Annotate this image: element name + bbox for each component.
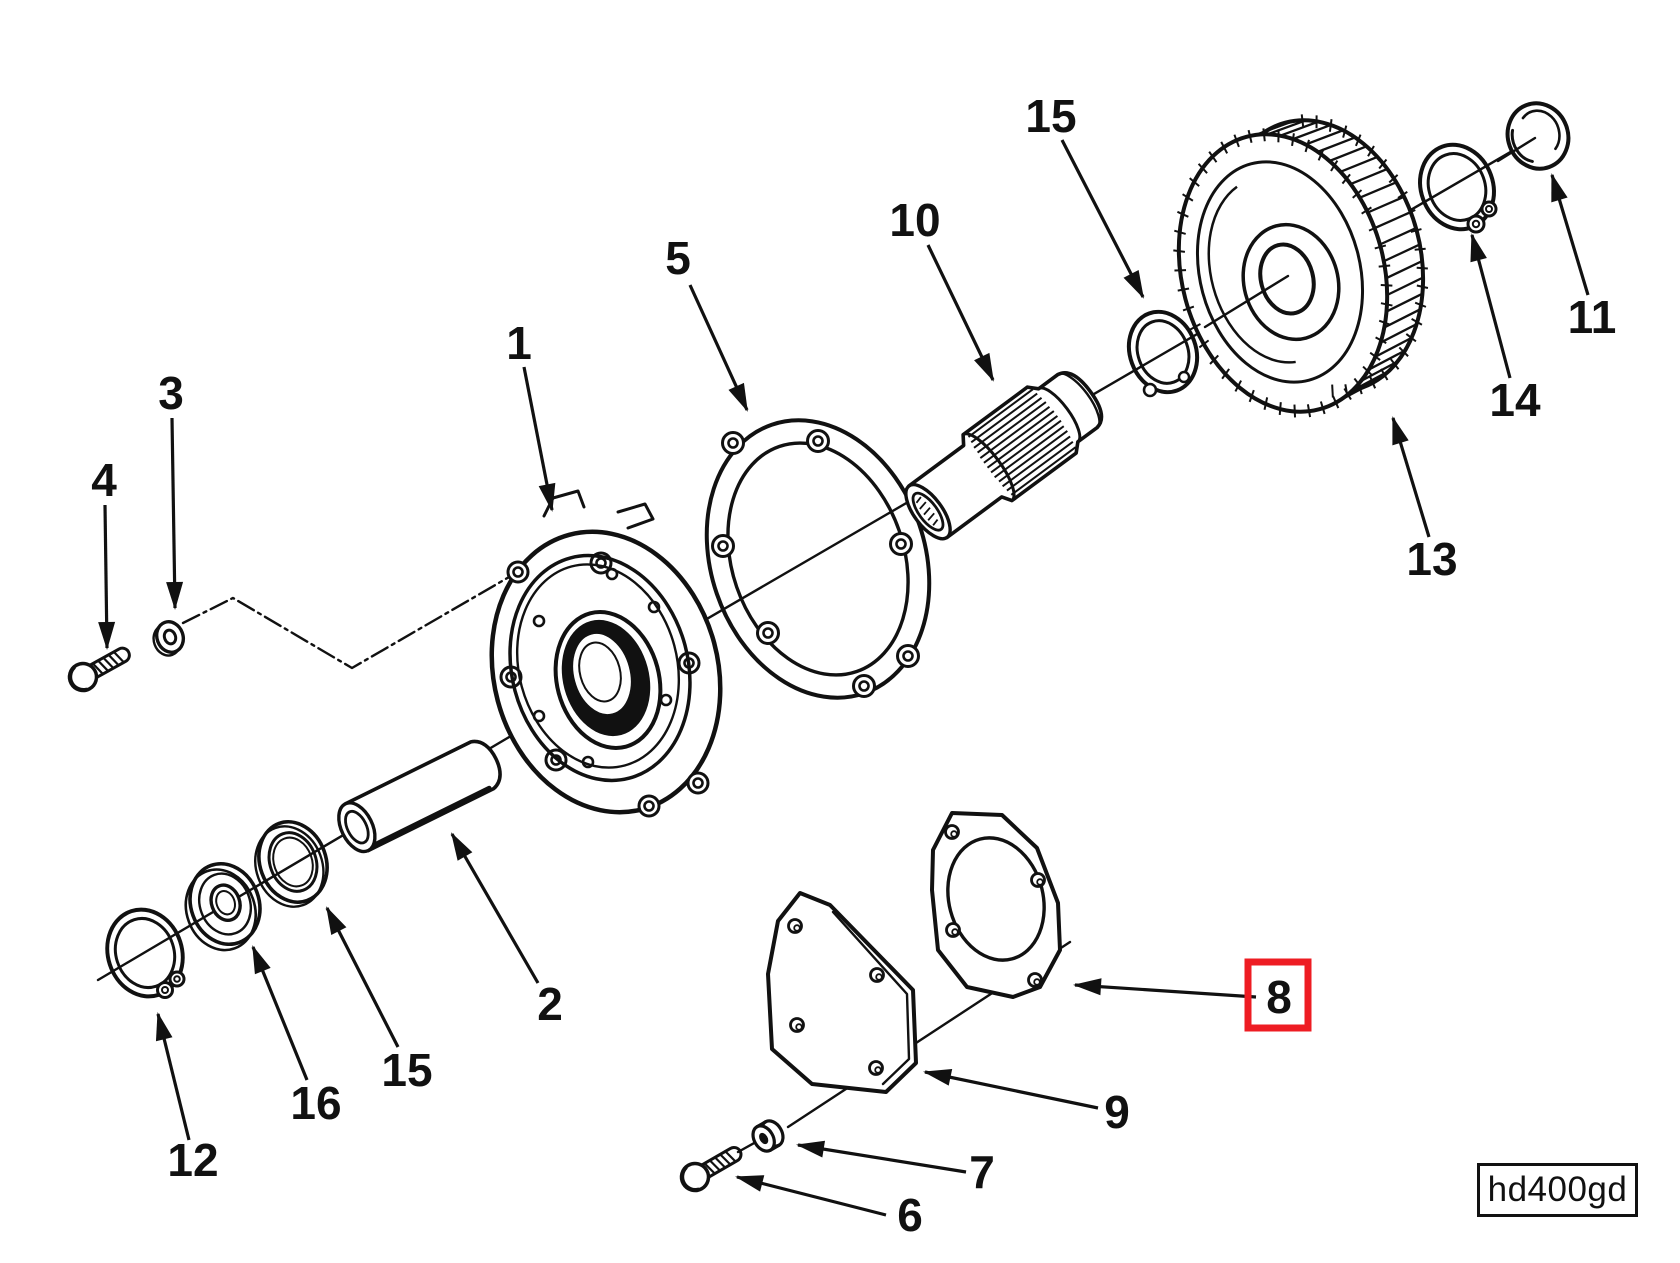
part-4-bolt [67,646,131,693]
callout-7[interactable]: 7 [795,1136,995,1198]
centerline-overlays [1203,136,1537,329]
callout-13[interactable]: 13 [1384,414,1458,585]
arrowhead-icon [1470,233,1487,263]
coupling-bore-splines [915,496,939,526]
figure-code-box: hd400gd [1477,1163,1638,1217]
arrowhead-icon [326,906,347,936]
part-10-splined-coupling [904,371,1104,541]
leader-line [1074,983,1257,999]
callout-9[interactable]: 9 [921,1063,1130,1138]
callout-15[interactable]: 15 [1025,90,1151,303]
callout-11[interactable]: 11 [1543,171,1616,343]
callout-2[interactable]: 2 [444,828,563,1030]
part-1-retainer-housing [489,489,723,818]
part-15-seal-ring-lower [254,820,329,908]
arrowhead-icon [796,1140,826,1158]
part-7-washer [751,1119,785,1153]
callout-15-b[interactable]: 15 [319,902,433,1096]
callout-8[interactable]: 8 [1072,958,1312,1032]
callout-number: 14 [1489,374,1541,426]
part-3-lock-washer [152,620,186,657]
callout-number: 8 [1266,971,1292,1023]
leader-line [450,833,540,984]
leader-line [1060,139,1145,298]
part-6-bolt [679,1146,743,1193]
alignment-dash-dot-line [181,571,518,670]
arrowhead-icon [98,621,116,650]
callout-14[interactable]: 14 [1463,231,1541,426]
leader-line [924,1070,1099,1110]
arrowhead-icon [735,1175,765,1192]
callout-16[interactable]: 16 [244,942,342,1129]
part-15-seal-ring-upper [1126,309,1200,398]
callout-number: 7 [969,1146,995,1198]
arrowhead-icon [1392,416,1409,446]
callout-number: 16 [290,1077,341,1129]
cover-holes [787,918,885,1076]
callout-number: 15 [1025,90,1076,142]
leader-line [797,1143,967,1174]
housing-face-holes [532,567,673,769]
arrowhead-icon [166,581,184,610]
arrowhead-icon [974,352,994,382]
callout-4[interactable]: 4 [91,454,117,650]
arrowhead-icon [1073,978,1102,996]
arrowhead-icon [538,482,556,512]
callout-number: 11 [1568,291,1617,343]
callout-6[interactable]: 6 [733,1168,923,1241]
callout-number: 13 [1406,533,1457,585]
part-12-snap-ring [105,907,186,999]
arrowhead-icon [1551,173,1568,203]
callout-number: 2 [537,978,563,1030]
part-11-cap [1505,101,1571,171]
part-14-snap-ring [1418,142,1498,234]
callout-number: 9 [1104,1086,1130,1138]
callout-10[interactable]: 10 [889,194,1001,385]
part-2-pin [337,739,502,854]
callout-3[interactable]: 3 [158,367,184,610]
callout-number: 3 [158,367,184,419]
callout-number: 15 [381,1044,432,1096]
gasket8-holes [944,824,1046,988]
arrowhead-icon [923,1068,953,1086]
highlight-box [1244,958,1312,1032]
arrowhead-icon [252,945,271,975]
arrowhead-icon [451,832,473,861]
part-9-cover-plate [766,891,918,1094]
callout-5[interactable]: 5 [665,232,755,415]
callout-number: 4 [91,454,117,506]
coupling-spline-ribs [967,388,1077,496]
figure-code: hd400gd [1487,1170,1628,1209]
arrowhead-icon [155,1012,173,1042]
part-8-cover-gasket [930,811,1062,999]
callout-number: 6 [897,1189,923,1241]
callout-number: 5 [665,232,691,284]
callout-number: 1 [506,317,532,369]
leader-line [325,907,400,1048]
part-13-gear [1173,114,1429,418]
leader-line [170,417,177,609]
arrowhead-icon [1123,269,1144,299]
part-16-bearing [184,861,262,952]
gasket-bolt-holes [711,429,920,698]
arrowhead-icon [728,382,748,412]
callout-number: 10 [889,194,940,246]
callout-1[interactable]: 1 [506,317,561,514]
callout-number: 12 [167,1134,218,1186]
callout-12[interactable]: 12 [149,1010,219,1186]
